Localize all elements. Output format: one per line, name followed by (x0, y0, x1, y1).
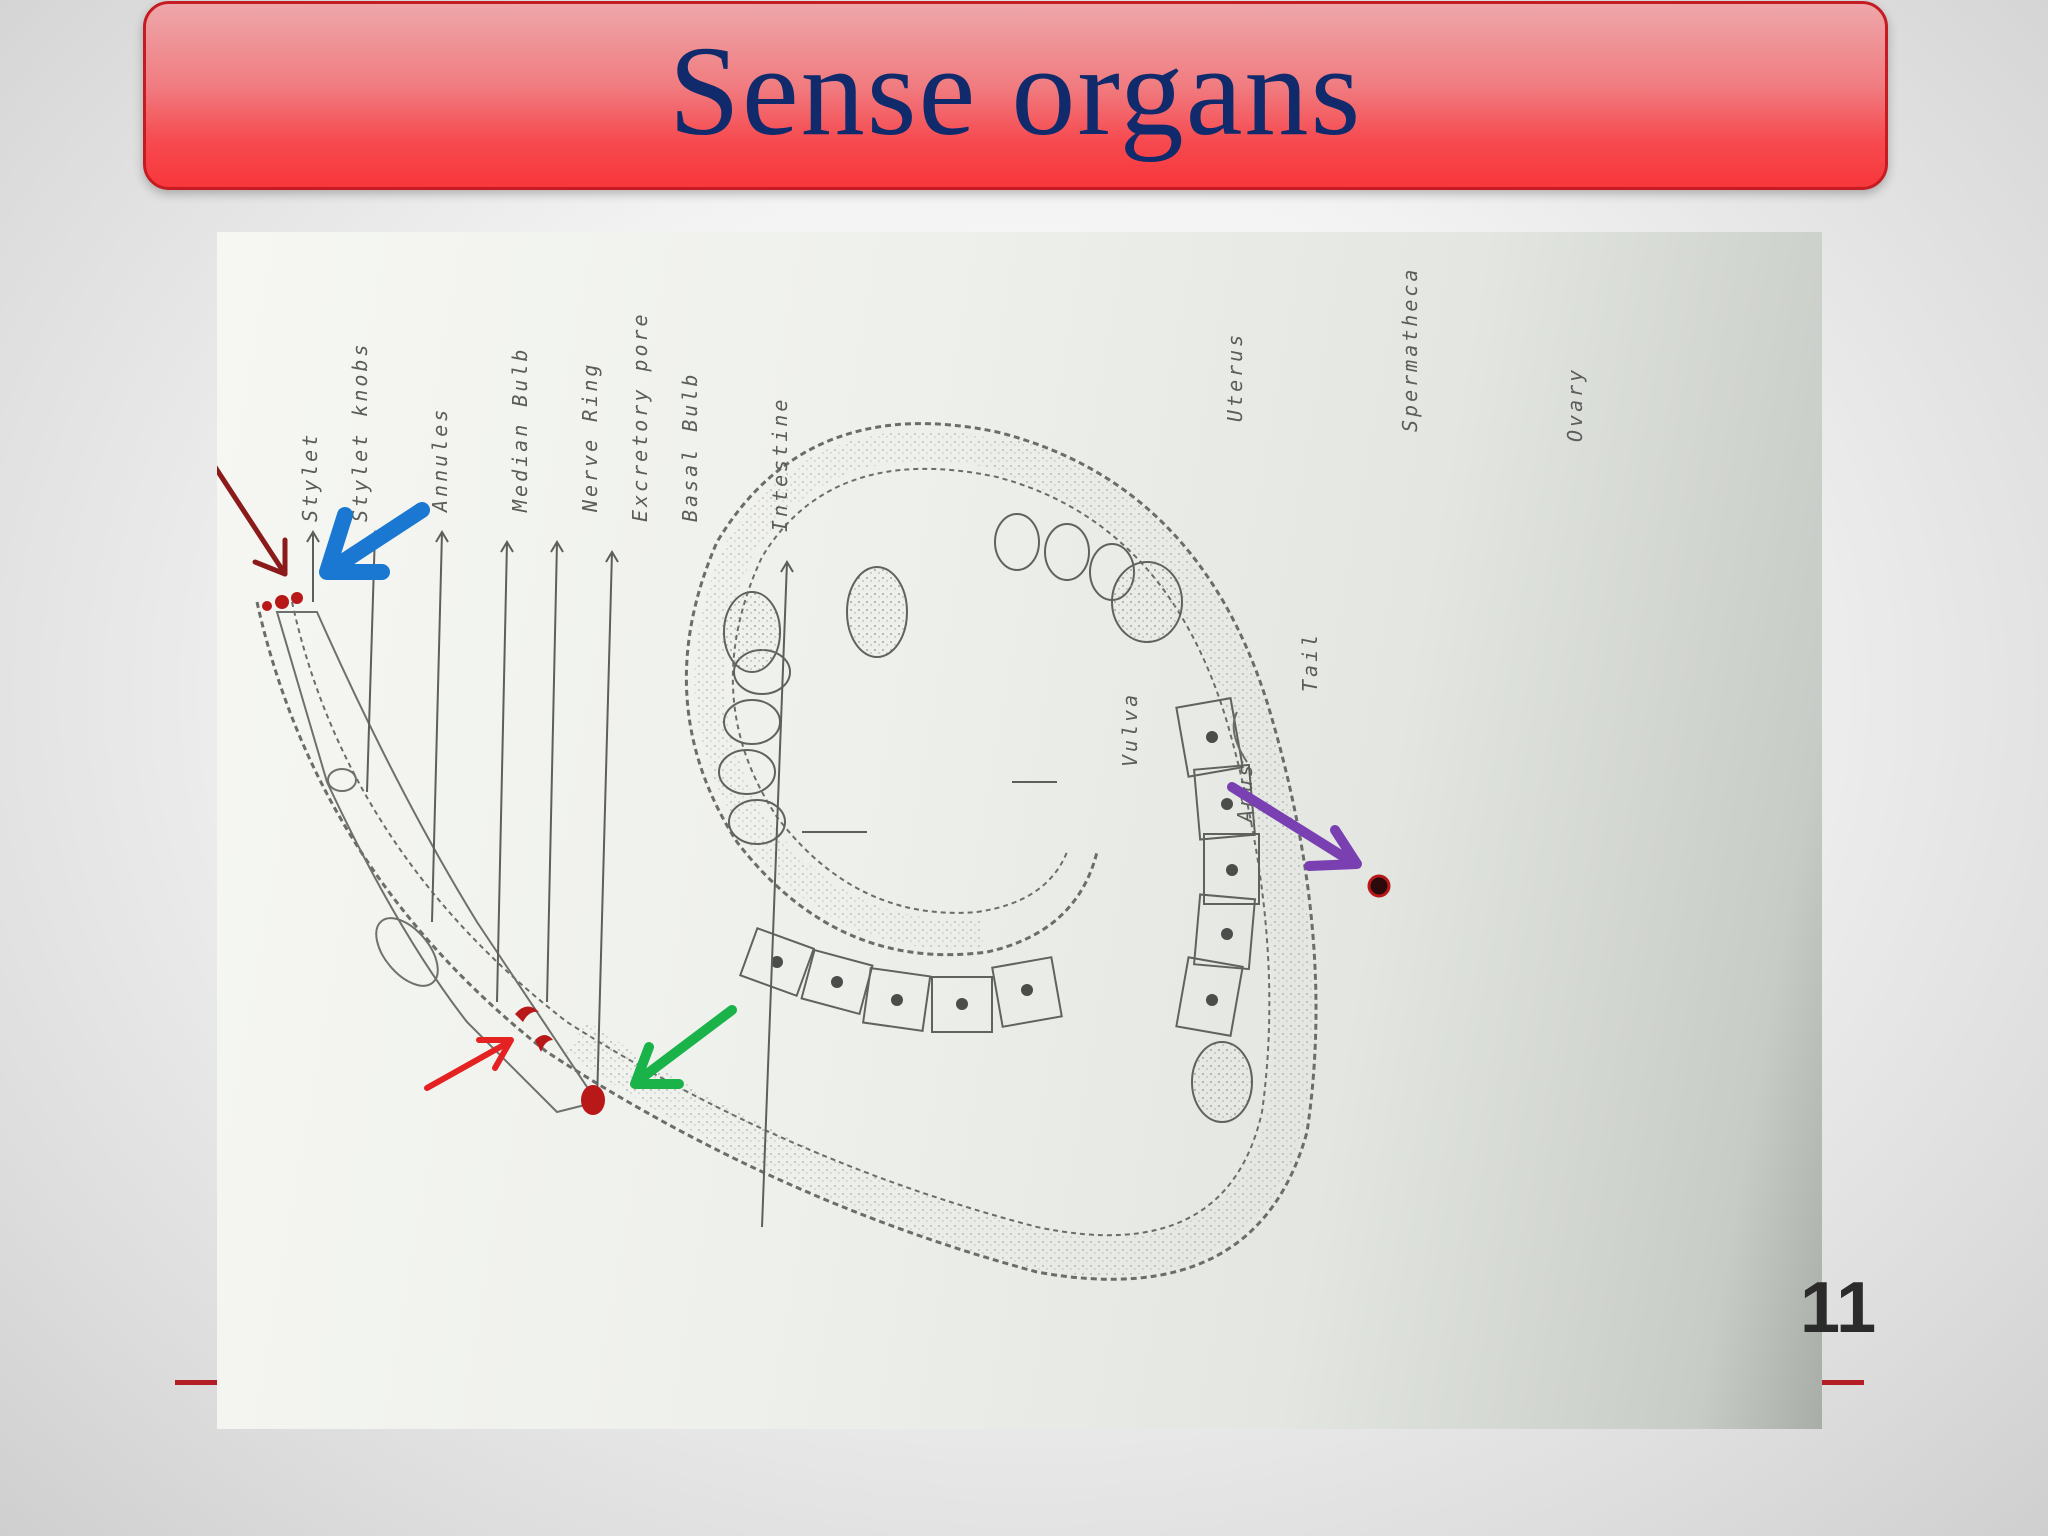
diagram-labels: Stylet Stylet knobs Annules Median Bulb … (298, 267, 1587, 824)
label-uterus: Uterus (1223, 332, 1247, 422)
gonad-cells (738, 697, 1260, 1037)
label-ovary: Ovary (1563, 367, 1587, 442)
hemizonid-marker (581, 1085, 605, 1115)
label-excretory-pore: Excretory pore (628, 311, 652, 522)
label-tail: Tail (1298, 632, 1322, 692)
blue-arrow (319, 502, 430, 580)
label-annules: Annules (428, 407, 452, 514)
label-stylet: Stylet (298, 432, 322, 522)
nematode-diagram-photo: Stylet Stylet knobs Annules Median Bulb … (217, 232, 1822, 1429)
tail (1232, 711, 1248, 763)
label-basal-bulb: Basal Bulb (678, 372, 702, 522)
phasmid-marker (1367, 874, 1391, 898)
label-median-bulb: Median Bulb (508, 347, 532, 513)
red-arrow (424, 1037, 514, 1091)
deirid-marker (515, 1006, 539, 1022)
footer-rule-left (175, 1380, 217, 1385)
slide-title: Sense organs (668, 19, 1363, 162)
amphid-marker (275, 595, 289, 609)
label-stylet-knobs: Stylet knobs (348, 342, 372, 523)
label-vulva: Vulva (1118, 692, 1142, 767)
body-outer-outline (255, 422, 1318, 1281)
sense-organ-markers (262, 592, 1391, 1115)
label-intestine: Intestine (768, 397, 792, 532)
slide-number: 11 (1800, 1268, 1877, 1348)
footer-rule-right (1822, 1380, 1864, 1385)
title-banner: Sense organs (143, 1, 1888, 190)
label-spermatheca: Spermatheca (1398, 267, 1422, 432)
median-bulb-shape (375, 917, 439, 987)
purple-arrow (1227, 782, 1362, 871)
dark-red-arrow (217, 465, 288, 577)
label-nerve-ring: Nerve Ring (578, 362, 602, 513)
green-arrow (630, 1005, 737, 1089)
